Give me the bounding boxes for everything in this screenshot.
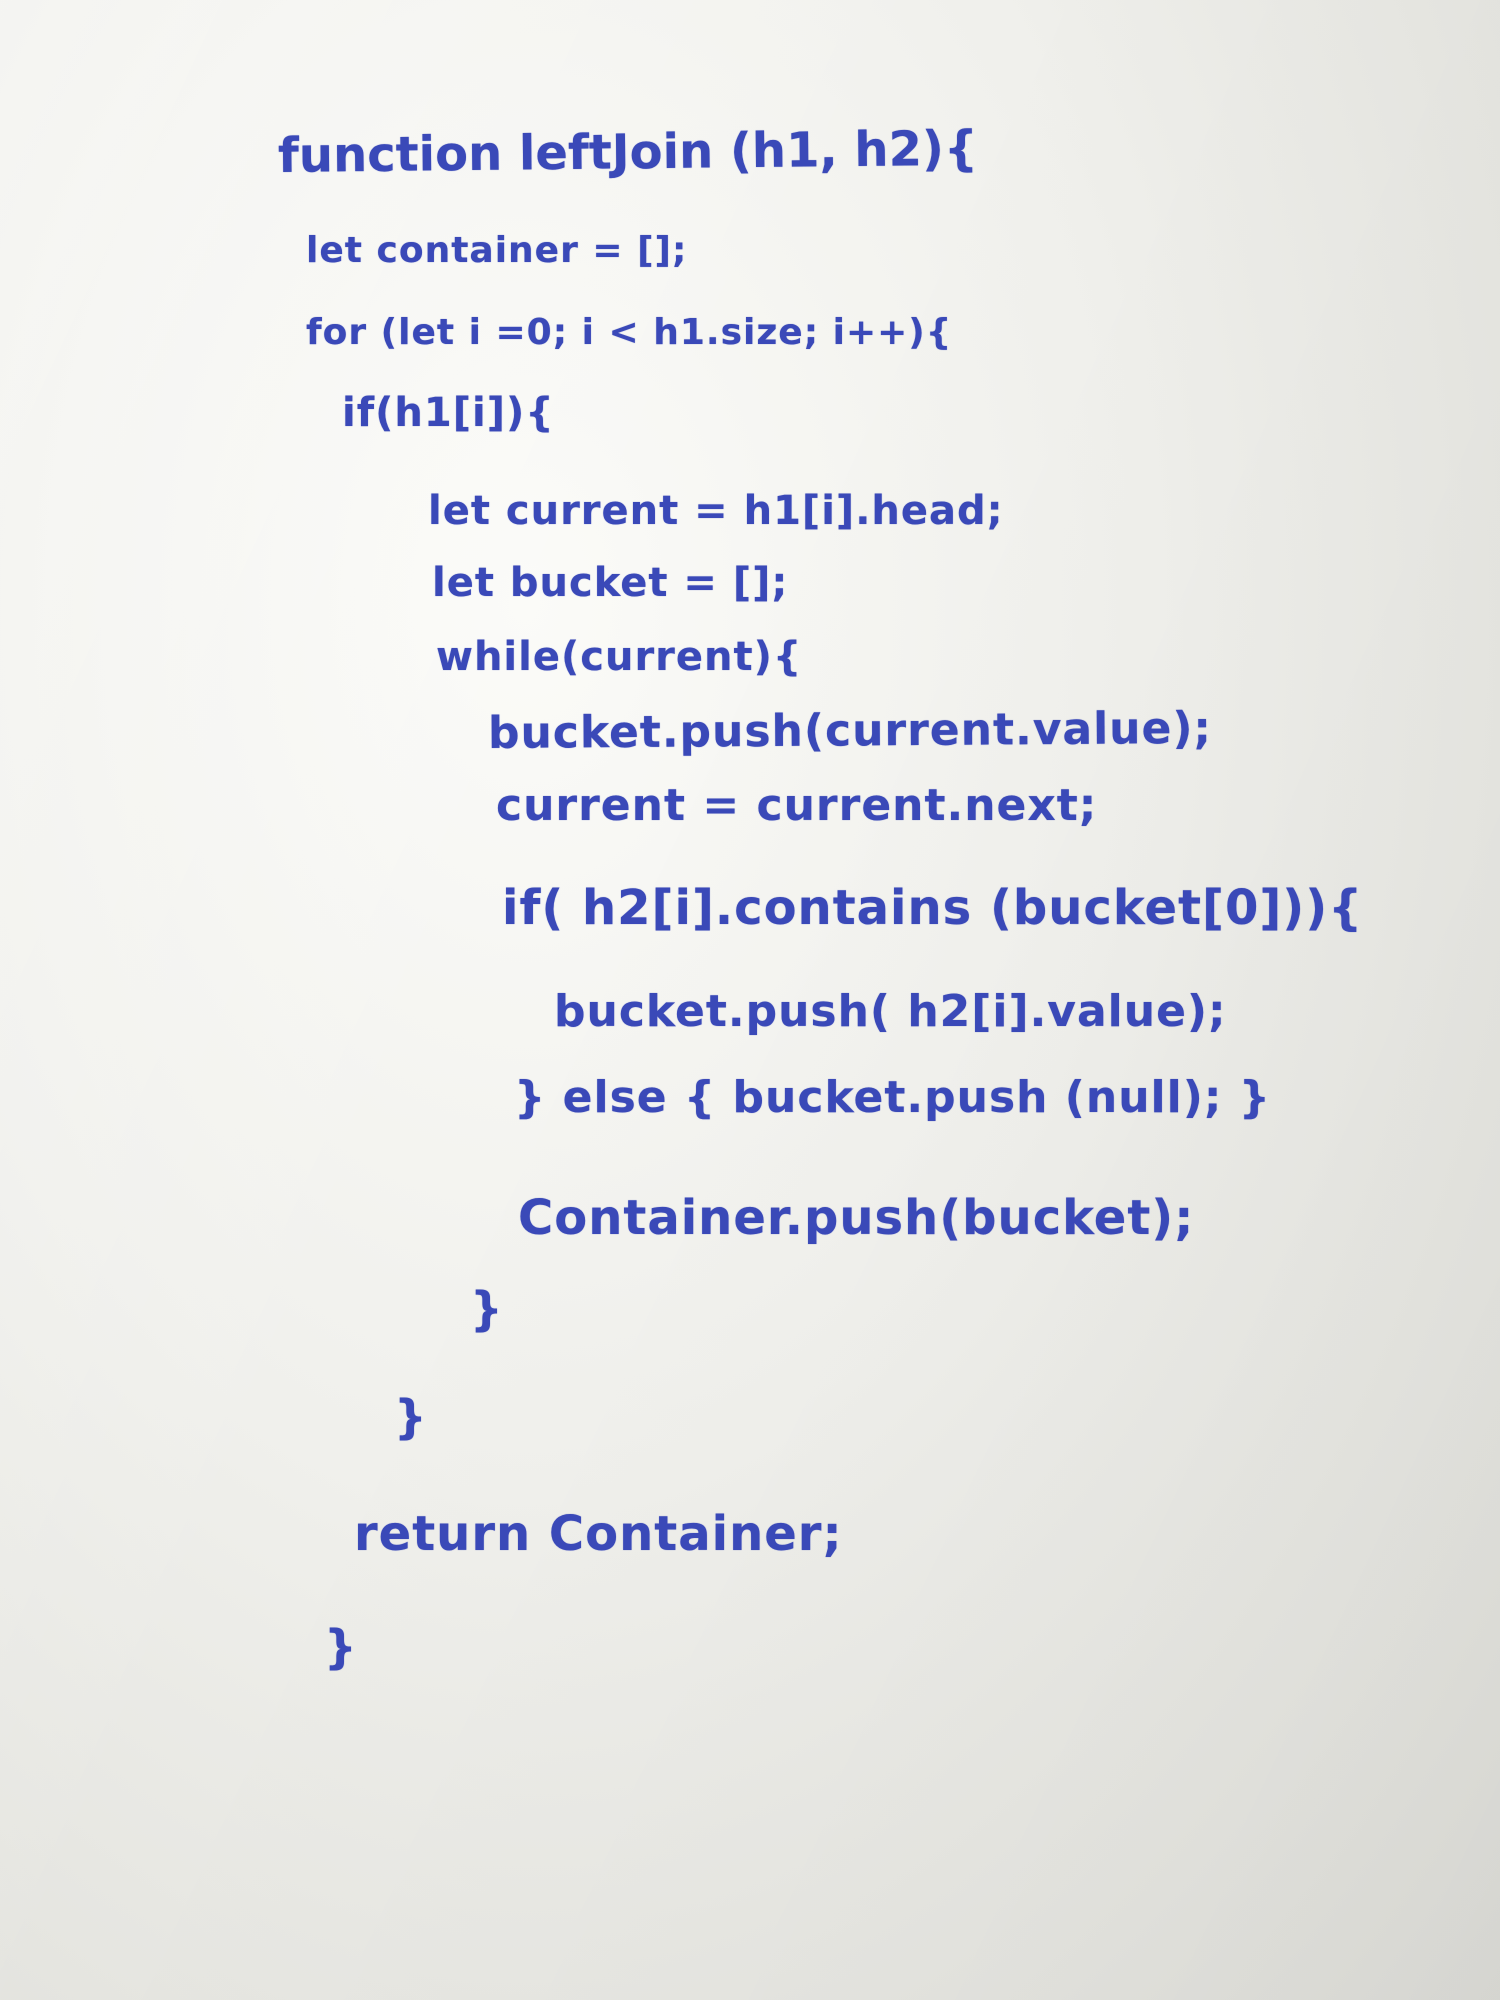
code-line-for-loop: for (let i =0; i < h1.size; i++){ [306,312,953,353]
code-line-if-contains: if( h2[i].contains (bucket[0])){ [502,880,1364,936]
code-line-current-next: current = current.next; [496,780,1098,831]
code-line-close-while: } [470,1282,504,1336]
code-line-container-declaration: let container = []; [306,230,688,271]
code-line-function-signature: function leftJoin (h1, h2){ [277,120,979,184]
code-line-close-for: } [394,1390,428,1444]
code-line-else-push-null: } else { bucket.push (null); } [514,1072,1272,1123]
code-line-bucket-push-value: bucket.push(current.value); [487,702,1213,759]
code-line-close-function: } [324,1620,358,1674]
code-line-return: return Container; [354,1506,843,1562]
code-line-container-push: Container.push(bucket); [518,1190,1195,1246]
code-line-bucket-declaration: let bucket = []; [432,560,789,606]
code-line-current-declaration: let current = h1[i].head; [428,488,1004,534]
code-line-if-h1: if(h1[i]){ [342,390,555,436]
code-line-while-loop: while(current){ [436,634,803,680]
code-line-bucket-push-h2: bucket.push( h2[i].value); [554,986,1227,1037]
